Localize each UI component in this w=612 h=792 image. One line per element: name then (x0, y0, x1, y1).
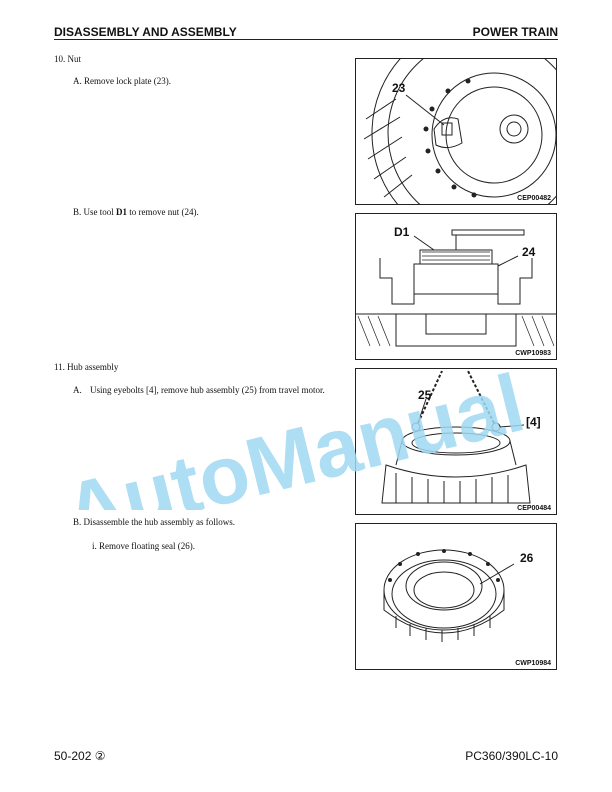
callout-d1: D1 (394, 225, 410, 239)
step-10b-pre: B. Use tool (73, 207, 117, 217)
figure-code: CWP10984 (515, 660, 551, 667)
step-10b: B. Use tool D1 to remove nut (24). (73, 207, 199, 218)
tool-d1-label: D1 (116, 207, 128, 217)
callout-25: 25 (418, 388, 432, 402)
step-11-heading: 11. Hub assembly (54, 362, 119, 372)
model-number: PC360/390LC-10 (465, 749, 558, 763)
page-number: 50-202 ② (54, 749, 106, 763)
step-11b: B. Disassemble the hub assembly as follo… (73, 517, 235, 527)
hub-lift-illustration (381, 370, 531, 504)
callout-23: 23 (392, 81, 406, 95)
step-11a: Using eyebolts [4], remove hub assembly … (90, 385, 325, 395)
callout-eyebolt-4: [4] (526, 415, 541, 429)
section-title: DISASSEMBLY AND ASSEMBLY (54, 25, 237, 39)
nut-removal-illustration (356, 229, 556, 347)
figure-hub-lift: 25 [4] CEP00484 (355, 368, 557, 515)
figure-code: CEP00482 (517, 195, 551, 202)
step-10b-post: to remove nut (24). (127, 207, 199, 217)
step-11b-i: i. Remove floating seal (26). (92, 541, 195, 551)
page-header: DISASSEMBLY AND ASSEMBLY POWER TRAIN (54, 26, 558, 40)
callout-26: 26 (520, 551, 534, 565)
figure-nut-removal: D1 24 CWP10983 (355, 213, 557, 360)
figure-code: CEP00484 (517, 505, 551, 512)
step-10-heading: 10. Nut (54, 54, 81, 64)
floating-seal-illustration (383, 549, 515, 642)
lock-plate-illustration (363, 59, 556, 204)
figure-code: CWP10983 (515, 350, 551, 357)
step-10a: A. Remove lock plate (23). (73, 76, 171, 86)
chapter-title: POWER TRAIN (472, 25, 558, 39)
callout-24: 24 (522, 245, 536, 259)
step-11a-label: A. (73, 385, 82, 395)
figure-lock-plate: 23 CEP00482 (355, 58, 557, 205)
figure-floating-seal: 26 CWP10984 (355, 523, 557, 670)
